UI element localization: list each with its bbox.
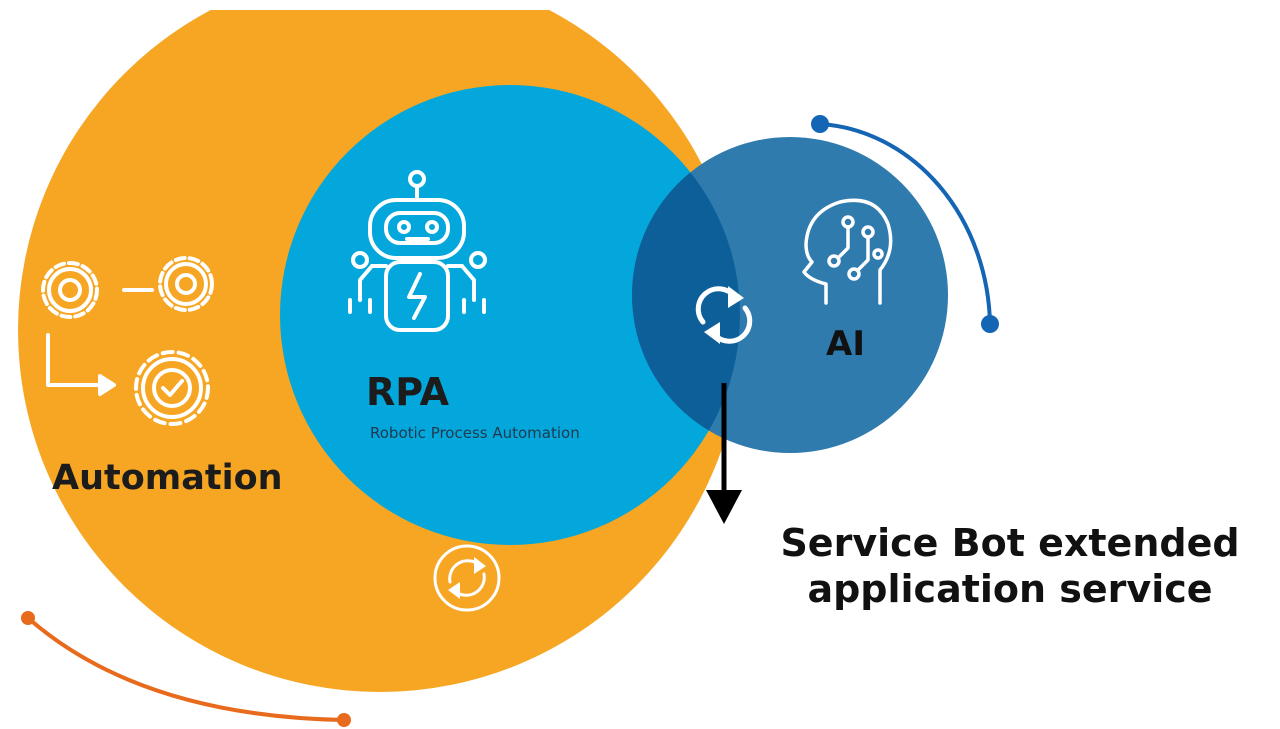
sync-arrows-icon: [695, 286, 753, 344]
automation-label: Automation: [52, 458, 283, 498]
gears-flow-icon: [41, 256, 214, 426]
ai-label: AI: [826, 324, 865, 364]
robot-icon: [348, 170, 487, 332]
orange-arc: [21, 611, 351, 727]
rpa-sublabel: Robotic Process Automation: [370, 424, 580, 442]
ai-head-circuit-icon: [802, 198, 893, 305]
service-bot-label: Service Bot extended application service: [780, 521, 1240, 611]
blue-arc: [811, 115, 999, 333]
down-arrow: [706, 383, 742, 524]
sync-circle-icon: [433, 544, 501, 612]
rpa-label: RPA: [366, 370, 450, 414]
